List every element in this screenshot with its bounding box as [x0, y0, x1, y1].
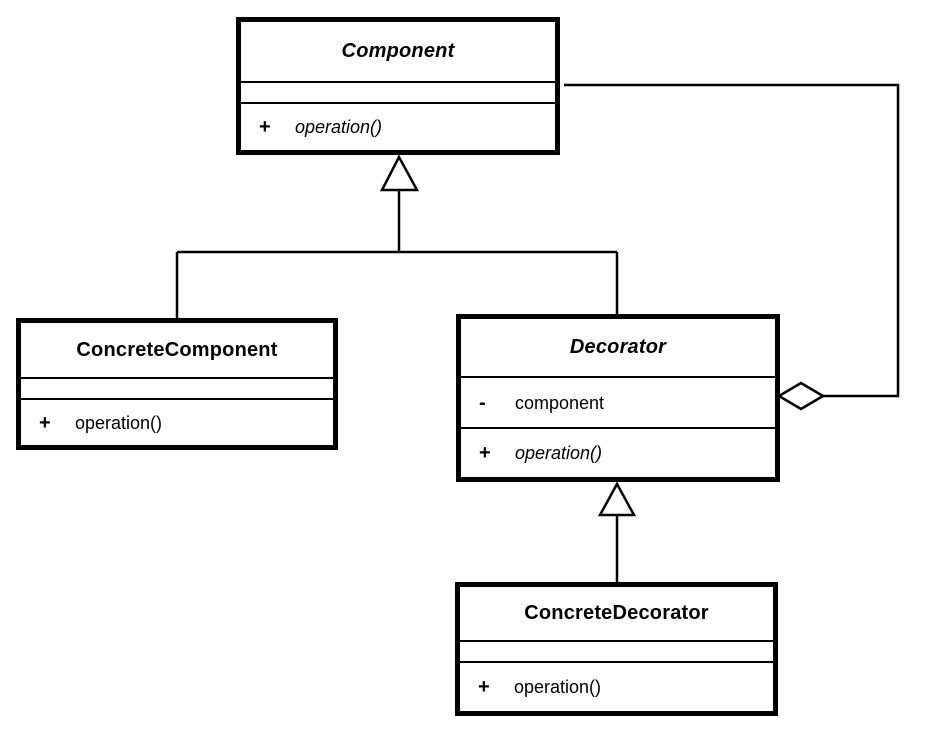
class-component-title: Component — [341, 40, 455, 62]
class-decorator: Decorator - component + operation() — [456, 314, 780, 482]
operation-item: + operation() — [241, 117, 555, 137]
class-decorator-operations-section: + operation() — [461, 427, 775, 477]
operation-name: operation() — [514, 677, 602, 697]
visibility-symbol: + — [259, 116, 271, 138]
attribute-name: component — [515, 392, 605, 413]
visibility-symbol: + — [479, 442, 491, 464]
generalization-concretedecorator-to-decorator — [597, 481, 637, 586]
class-component: Component + operation() — [236, 17, 560, 155]
class-component-operations-section: + operation() — [241, 102, 555, 150]
aggregation-diamond — [776, 381, 826, 411]
class-concretedecorator-title: ConcreteDecorator — [524, 602, 709, 624]
operation-name: operation() — [515, 443, 603, 463]
operation-item: + operation() — [461, 443, 775, 463]
class-concretedecorator: ConcreteDecorator + operation() — [455, 582, 778, 716]
generalization-branch-to-component — [175, 154, 619, 322]
inheritance-triangle-decorator — [597, 481, 637, 517]
class-decorator-attributes-section: - component — [461, 376, 775, 427]
operation-item: + operation() — [460, 677, 773, 697]
aggregation-line — [564, 83, 900, 398]
class-decorator-title: Decorator — [569, 336, 667, 358]
attribute-item: - component — [461, 393, 775, 413]
inheritance-triangle-component — [379, 154, 420, 192]
operation-name: operation() — [75, 412, 163, 433]
visibility-symbol: - — [479, 391, 486, 414]
class-concretecomponent-attributes-section — [21, 377, 333, 398]
class-concretecomponent: ConcreteComponent + operation() — [16, 318, 338, 450]
class-concretecomponent-operations-section: + operation() — [21, 398, 333, 445]
operation-item: + operation() — [21, 413, 333, 433]
visibility-symbol: + — [478, 676, 490, 698]
class-concretecomponent-title: ConcreteComponent — [76, 338, 278, 361]
visibility-symbol: + — [39, 411, 51, 434]
class-component-attributes-section — [241, 81, 555, 102]
class-concretedecorator-attributes-section — [460, 640, 773, 661]
operation-name: operation() — [295, 117, 383, 137]
class-concretedecorator-operations-section: + operation() — [460, 661, 773, 711]
aggregation-decorator-component — [564, 83, 900, 411]
